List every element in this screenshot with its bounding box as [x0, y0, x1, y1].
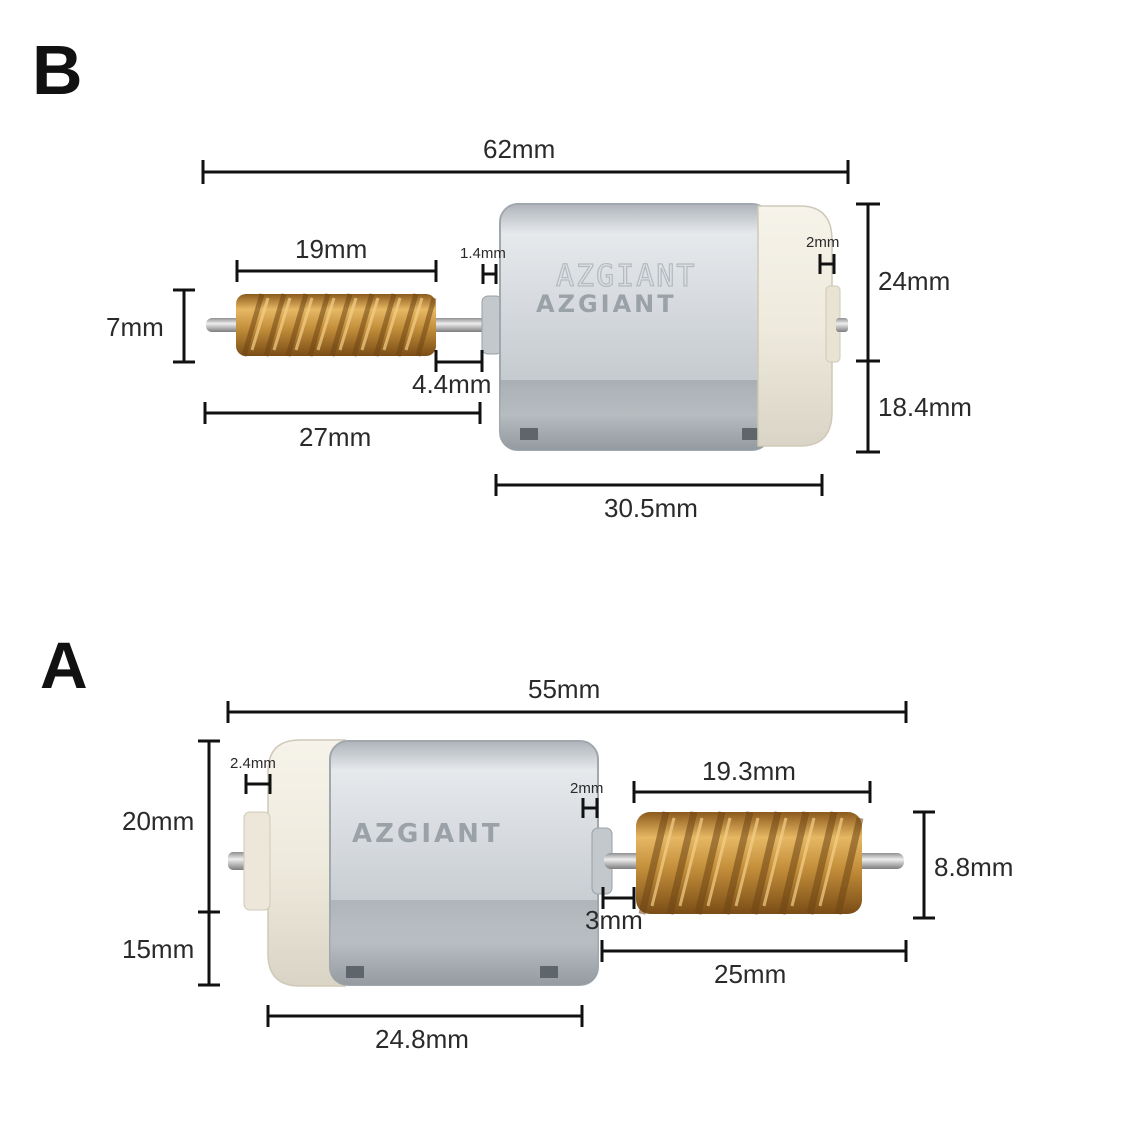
- motor-b-group: B: [32, 31, 972, 523]
- dim-a-worm-offset: 3mm: [585, 905, 643, 935]
- motor-b-dimension-lines: [173, 160, 880, 496]
- motor-a-rear-shaft: [228, 852, 248, 870]
- dim-a-overall-length: 55mm: [528, 674, 600, 704]
- dim-b-shaft-length: 27mm: [299, 422, 371, 452]
- dim-b-cap-boss: 2mm: [806, 234, 839, 251]
- section-label-a: A: [40, 628, 88, 702]
- dim-b-height-lower: 18.4mm: [878, 392, 972, 422]
- section-label-b: B: [32, 31, 83, 109]
- motor-a-group: A AZGIANT: [40, 628, 1013, 1054]
- motor-b-worm-gear: [236, 293, 437, 357]
- dim-b-worm-diameter: 7mm: [106, 312, 164, 342]
- dim-a-body-length: 24.8mm: [375, 1024, 469, 1054]
- dim-a-height-lower: 15mm: [122, 934, 194, 964]
- motor-a-worm-gear: [636, 811, 864, 915]
- dim-a-worm-length: 19.3mm: [702, 756, 796, 786]
- motor-b-engraved-brand: AZGIANT: [556, 259, 696, 294]
- dim-a-shaft-gap: 2mm: [570, 780, 603, 797]
- dim-b-overall-length: 62mm: [483, 134, 555, 164]
- motor-b-end-cap: [757, 205, 848, 447]
- dim-b-worm-length: 19mm: [295, 234, 367, 264]
- dim-b-body-length: 30.5mm: [604, 493, 698, 523]
- motor-b-can: AZGIANT AZGIANT: [499, 203, 771, 451]
- dim-b-worm-offset: 4.4mm: [412, 369, 491, 399]
- dim-b-height-upper: 24mm: [878, 266, 950, 296]
- motor-a-can: AZGIANT: [329, 740, 599, 986]
- dim-a-cap-boss: 2.4mm: [230, 755, 276, 772]
- motor-b-dimension-labels: 62mm 19mm 1.4mm 2mm 24mm 7mm 4.4mm 27mm …: [106, 134, 972, 523]
- dim-a-height-upper: 20mm: [122, 806, 194, 836]
- dim-a-worm-diameter: 8.8mm: [934, 852, 1013, 882]
- dim-b-shaft-gap: 1.4mm: [460, 245, 506, 262]
- dim-a-shaft-length: 25mm: [714, 959, 786, 989]
- motor-a-dimension-labels: 55mm 2.4mm 2mm 19.3mm 20mm 8.8mm 3mm 15m…: [122, 674, 1013, 1054]
- motor-a-end-cap: [243, 739, 346, 987]
- motor-b-brand: AZGIANT: [536, 290, 677, 318]
- motor-a-brand: AZGIANT: [352, 819, 503, 849]
- motor-a-dimension-lines: [198, 701, 935, 1027]
